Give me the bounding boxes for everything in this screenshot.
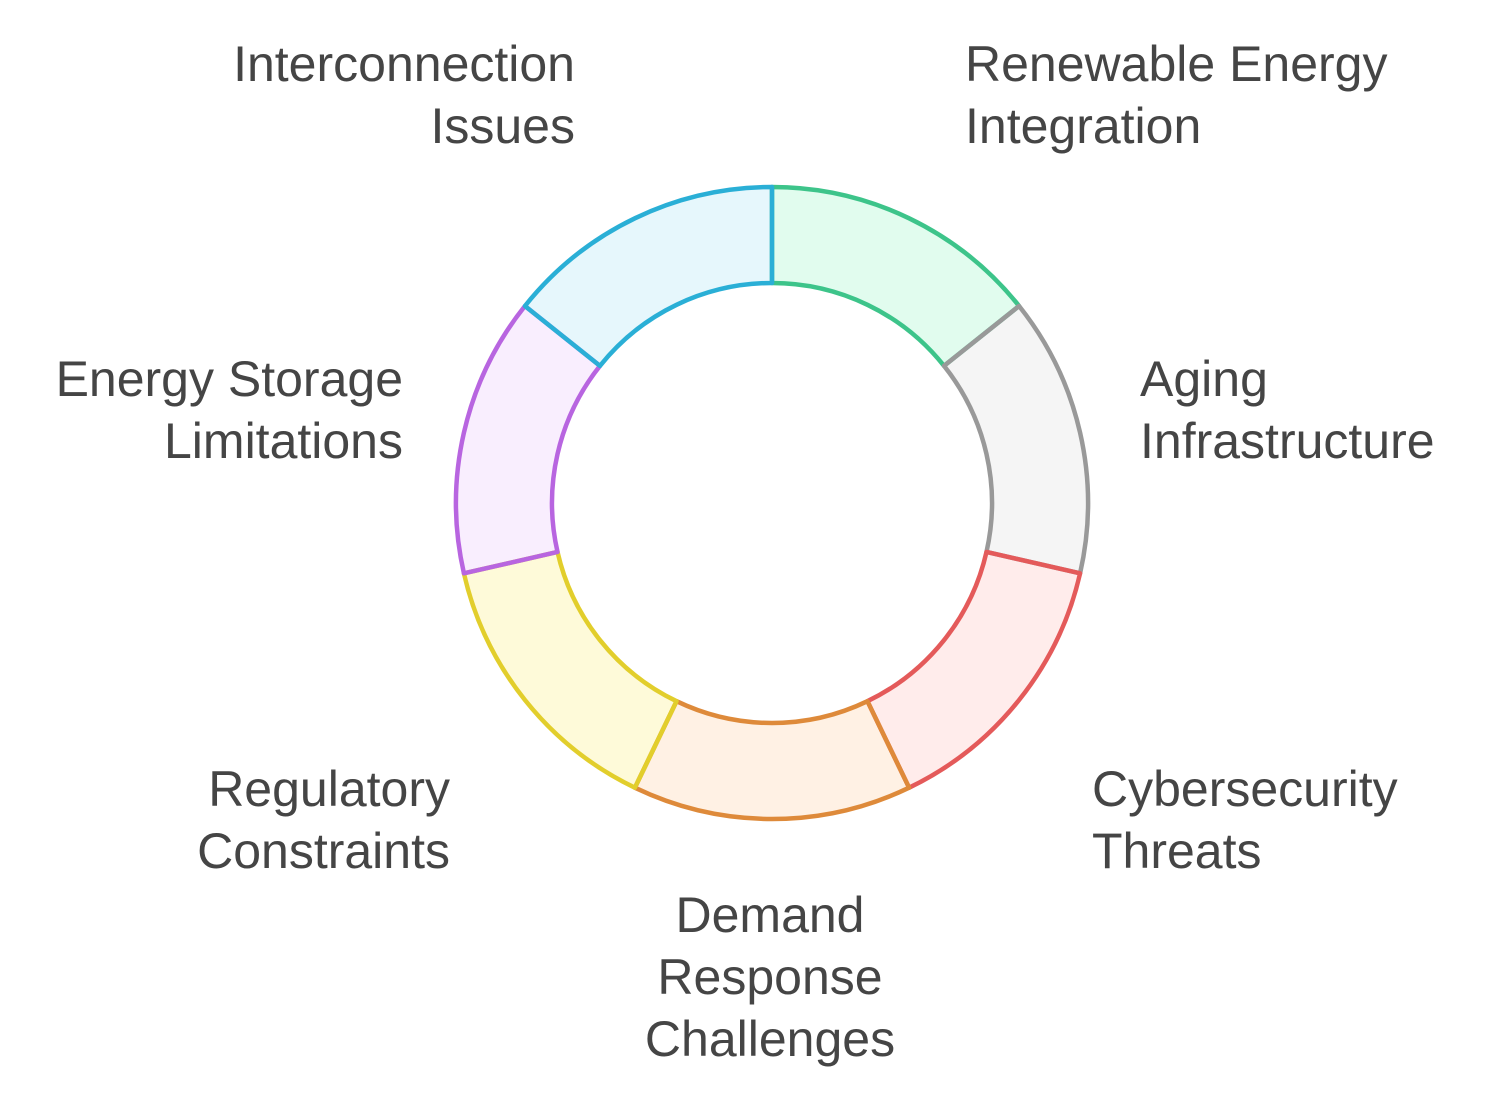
label-regulatory-constraints: Regulatory Constraints — [120, 758, 450, 882]
label-line: Infrastructure — [1140, 413, 1435, 469]
label-line: Interconnection — [233, 36, 575, 92]
label-line: Constraints — [197, 823, 450, 879]
label-line: Demand — [675, 887, 865, 943]
label-line: Regulatory — [208, 761, 450, 817]
ring-segment-renewable-fill — [772, 187, 1020, 366]
label-line: Renewable Energy — [965, 36, 1388, 92]
label-cybersecurity-threats: Cybersecurity Threats — [1092, 758, 1492, 882]
label-line: Aging — [1140, 351, 1268, 407]
label-line: Cybersecurity — [1092, 761, 1398, 817]
label-interconnection-issues: Interconnection Issues — [170, 33, 575, 157]
ring-segment-cyber-fill — [867, 551, 1081, 788]
ring-segment-storage-fill — [455, 305, 600, 574]
label-line: Threats — [1092, 823, 1262, 879]
label-line: Challenges — [644, 1011, 896, 1067]
label-aging-infrastructure: Aging Infrastructure — [1140, 348, 1500, 472]
ring-segment-interconnection-fill — [524, 187, 772, 366]
label-line: Issues — [430, 98, 575, 154]
ring-segment-regulatory-fill — [463, 551, 677, 788]
label-energy-storage-limitations: Energy Storage Limitations — [20, 348, 403, 472]
ring-segment-demand-fill — [634, 701, 910, 820]
label-line: Energy Storage — [55, 351, 403, 407]
label-line: Response — [657, 949, 883, 1005]
label-demand-response-challenges: Demand Response Challenges — [570, 884, 970, 1070]
ring-segment-interconnection — [522, 184, 775, 369]
label-line: Integration — [965, 98, 1202, 154]
ring-segment-aging-fill — [944, 305, 1089, 574]
label-renewable-energy-integration: Renewable Energy Integration — [965, 33, 1485, 157]
label-line: Limitations — [164, 413, 403, 469]
